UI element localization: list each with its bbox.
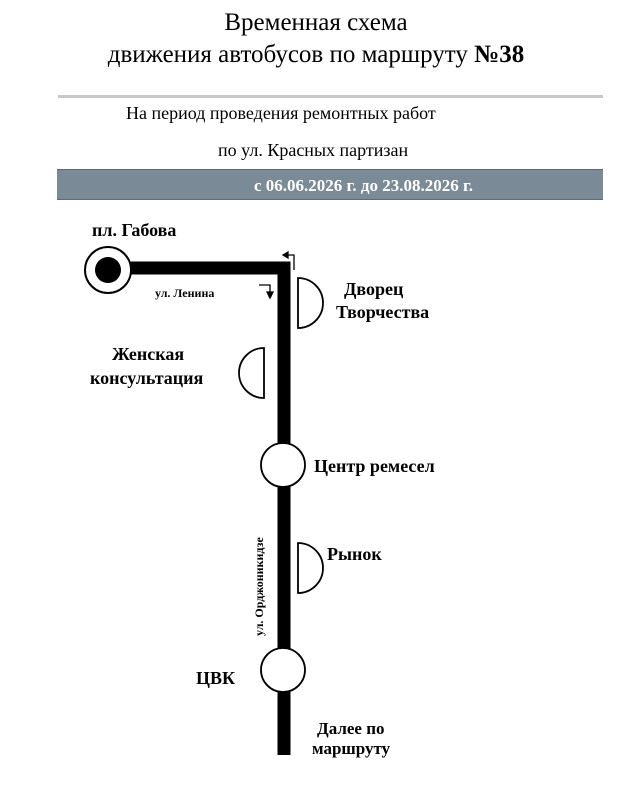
subtitle-line-2: по ул. Красных партизан <box>218 140 409 160</box>
street-lenina: ул. Ленина <box>155 286 215 300</box>
stop-tsentr-icon <box>260 442 306 488</box>
label-terminal: пл. Габова <box>92 220 177 240</box>
label-rynok: Рынок <box>327 544 382 564</box>
terminal-dot-icon <box>95 257 121 283</box>
divider <box>58 95 603 98</box>
subtitle-line-1: На период проведения ремонтных работ <box>126 103 436 123</box>
period-text: с 06.06.2026 г. до 23.08.2026 г. <box>254 176 473 195</box>
route-line <box>108 261 291 755</box>
label-zhenskaya-1: Женская <box>112 344 185 364</box>
street-ordzhonikidze: ул. Орджоникидзе <box>252 537 266 636</box>
continuation-line-1: Далее по <box>317 719 385 738</box>
label-dvorets-2: Творчества <box>336 302 430 322</box>
period-bar: с 06.06.2026 г. до 23.08.2026 г. <box>57 169 603 200</box>
down-arrow-icon <box>259 284 275 300</box>
stop-rynok-icon <box>297 542 324 594</box>
route-number: №38 <box>474 41 525 68</box>
stop-zhenskaya-icon <box>238 347 265 399</box>
label-tsvk: ЦВК <box>196 668 236 688</box>
stop-dvorets-icon <box>297 277 324 329</box>
label-tsentr: Центр ремесел <box>314 456 435 476</box>
turn-arrow-icon <box>281 250 295 270</box>
continuation-line-2: маршруту <box>312 739 391 758</box>
schema-title-route: движения автобусов по маршруту №38 <box>0 40 632 70</box>
stop-tsvk-icon <box>260 647 306 693</box>
schema-title: Временная схема <box>224 9 408 36</box>
label-zhenskaya-2: консультация <box>90 368 204 388</box>
title-prefix: движения автобусов по маршруту <box>107 41 475 68</box>
label-dvorets-1: Дворец <box>344 279 404 299</box>
